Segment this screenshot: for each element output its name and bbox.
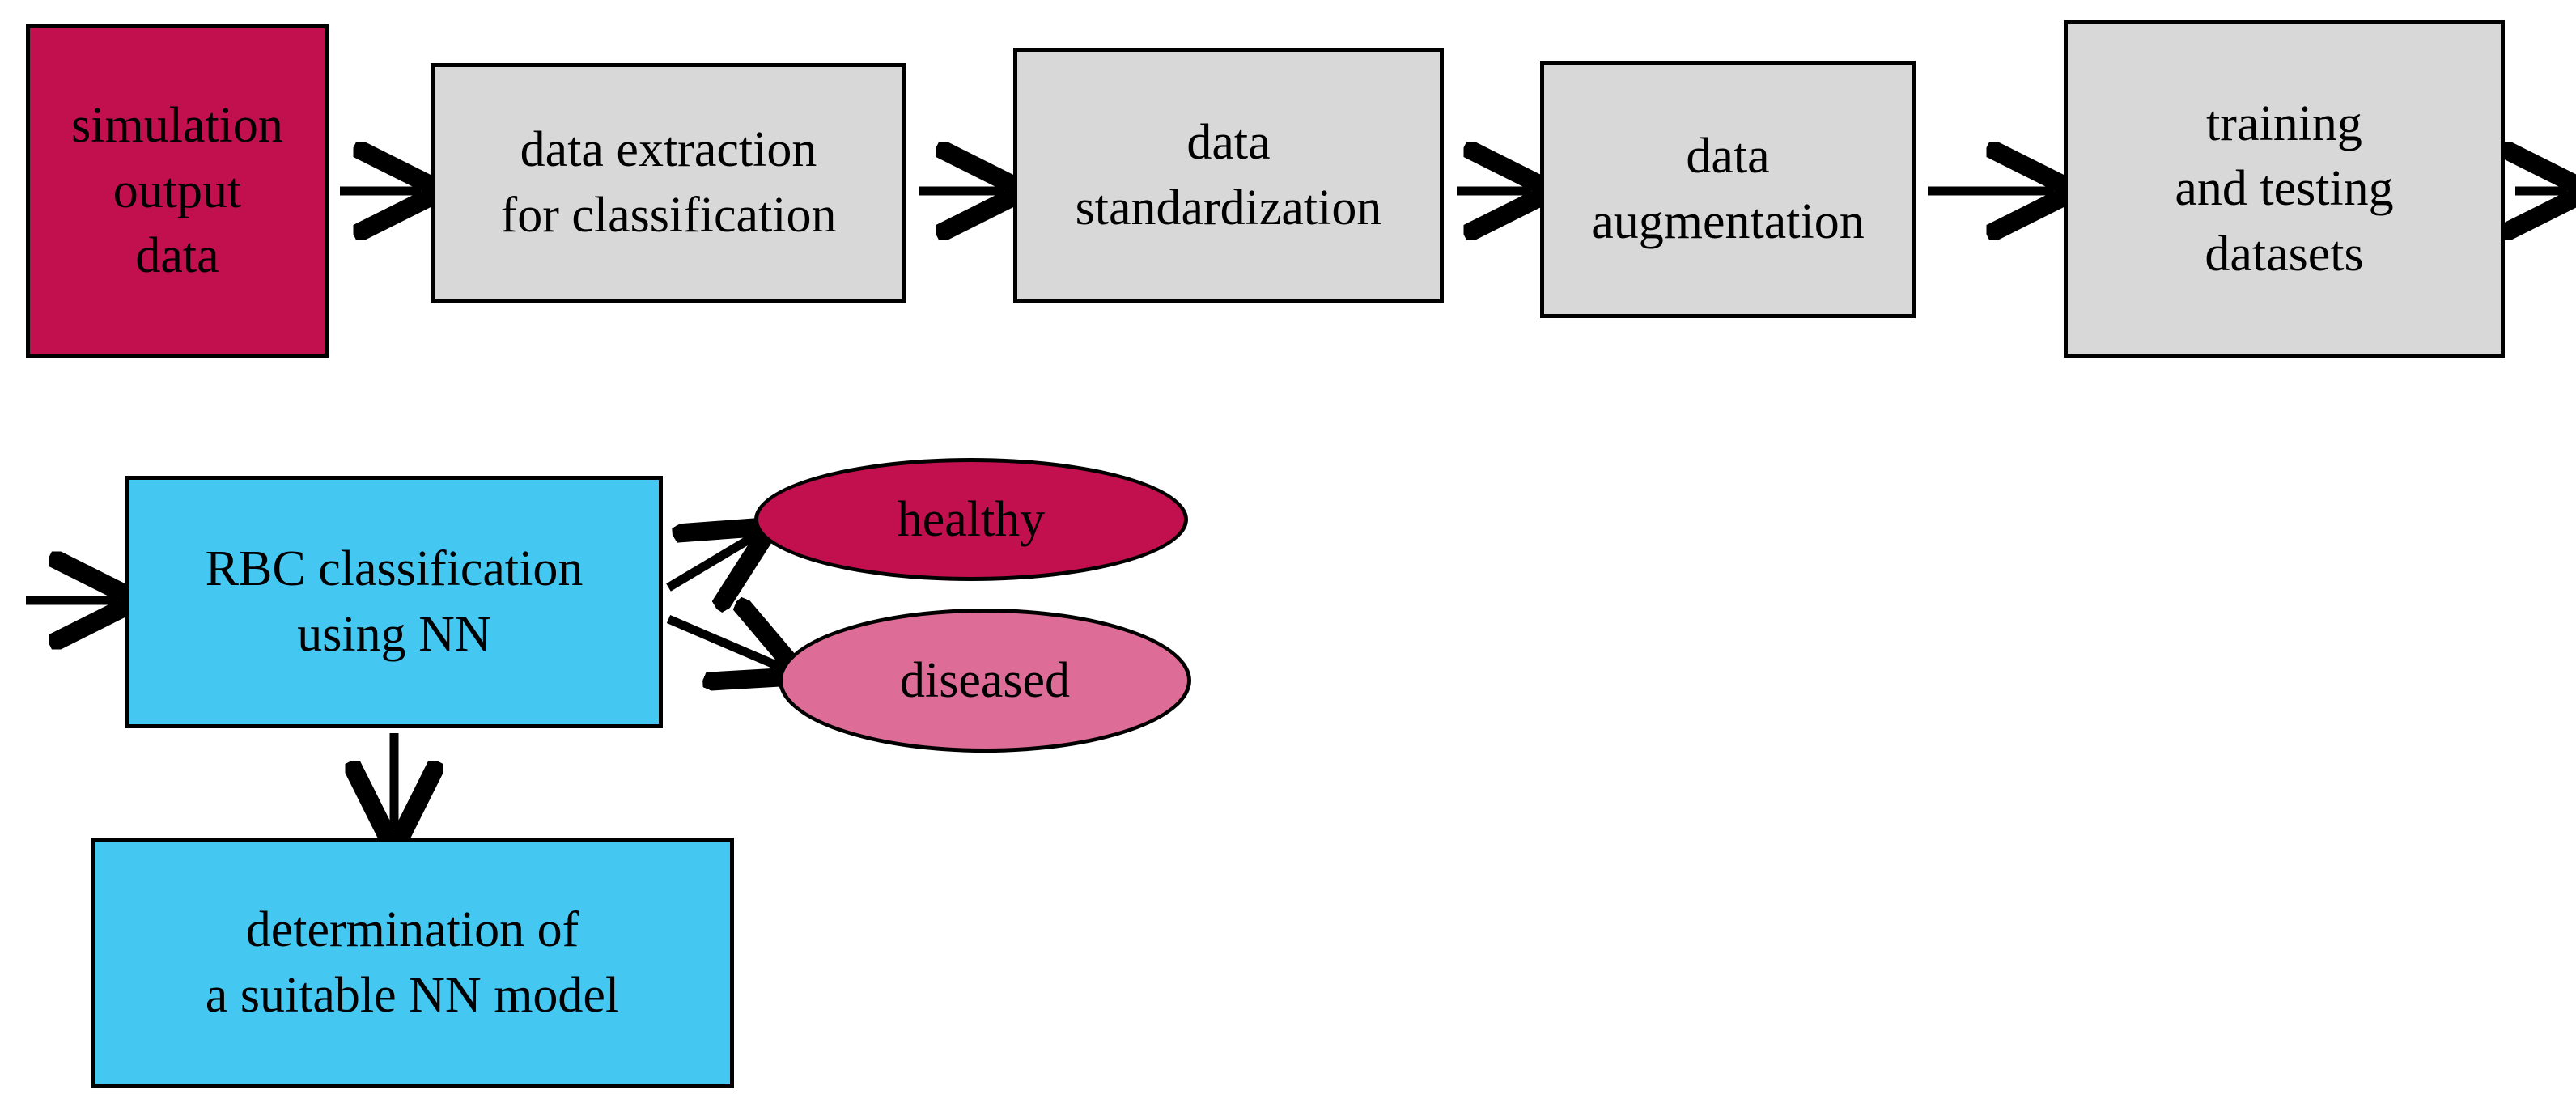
node-label: data standardization bbox=[1075, 115, 1382, 235]
node-label: diseased bbox=[899, 652, 1071, 708]
node-label: RBC classification using NN bbox=[205, 541, 584, 662]
node-data-extraction-for-classification[interactable]: data extraction for classification bbox=[431, 63, 906, 303]
edge-rbc-to-diseased bbox=[666, 619, 782, 668]
node-label: data augmentation bbox=[1591, 129, 1865, 249]
node-label: simulation output data bbox=[71, 98, 283, 284]
node-data-augmentation[interactable]: data augmentation bbox=[1540, 61, 1916, 318]
node-label: data extraction for classification bbox=[500, 122, 837, 243]
edge-rbc-to-healthy bbox=[666, 537, 753, 587]
node-healthy[interactable]: healthy bbox=[754, 458, 1188, 581]
node-label: healthy bbox=[897, 491, 1046, 547]
node-rbc-classification-using-nn[interactable]: RBC classification using NN bbox=[125, 476, 663, 728]
node-simulation-output-data[interactable]: simulation output data bbox=[26, 24, 329, 358]
node-diseased[interactable]: diseased bbox=[779, 609, 1191, 753]
node-label: training and testing datasets bbox=[2175, 95, 2394, 282]
node-label: determination of a suitable NN model bbox=[205, 902, 620, 1023]
node-data-standardization[interactable]: data standardization bbox=[1013, 48, 1444, 303]
node-training-and-testing-datasets[interactable]: training and testing datasets bbox=[2064, 20, 2505, 358]
node-determination-of-a-suitable-nn-model[interactable]: determination of a suitable NN model bbox=[91, 838, 734, 1088]
